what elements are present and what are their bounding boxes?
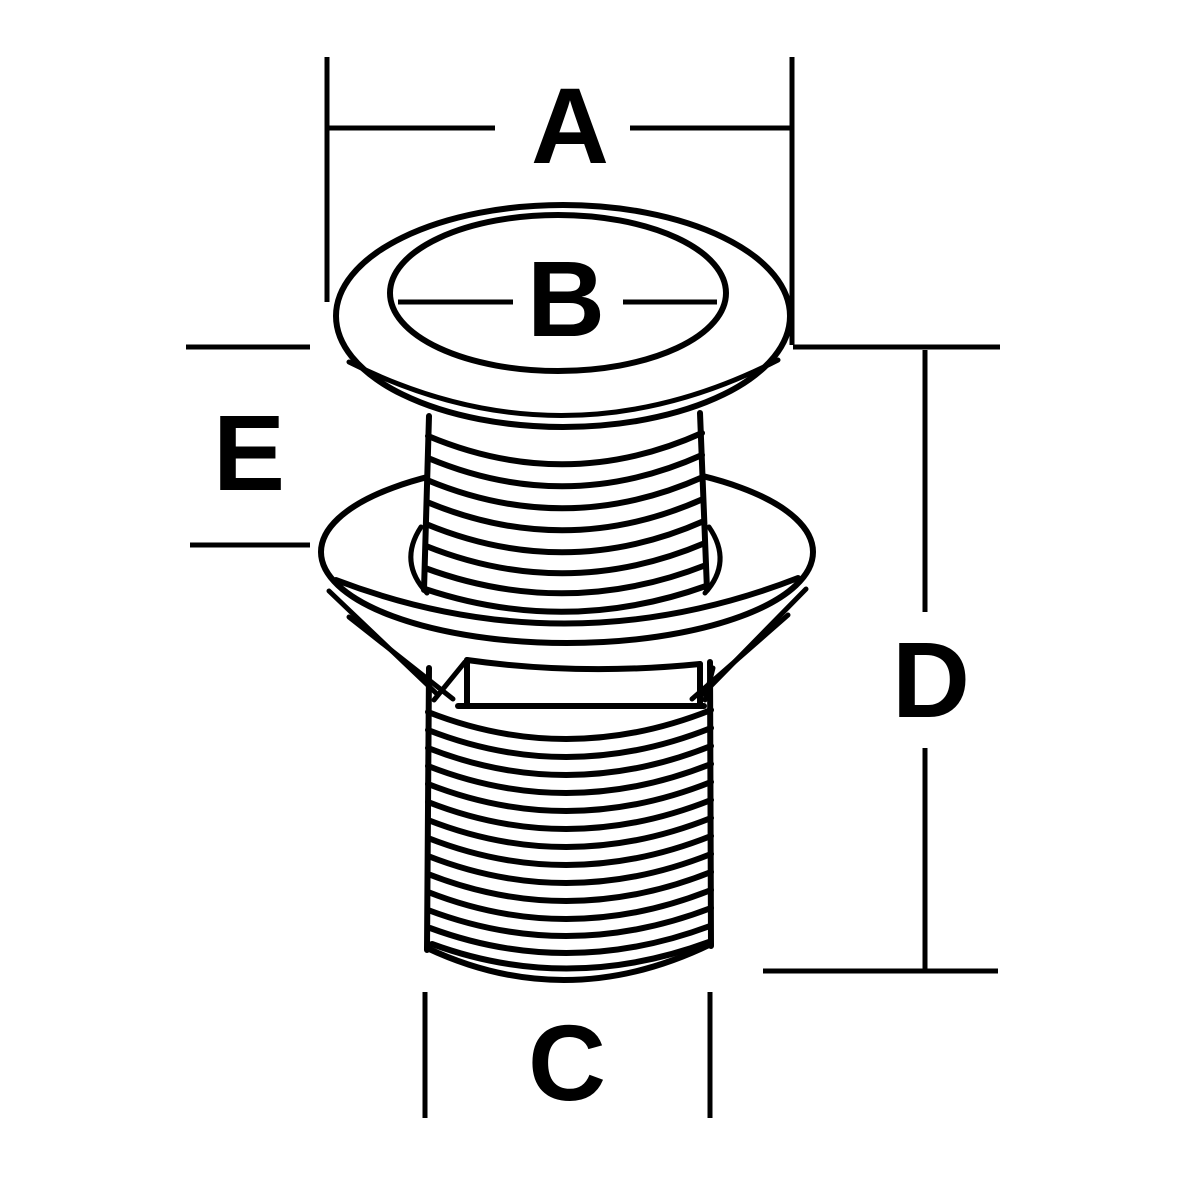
barrel-thread-line bbox=[427, 923, 713, 956]
hex-face-top-edge bbox=[464, 657, 703, 673]
barrel-thread-line bbox=[425, 869, 714, 904]
dim-label-c: C bbox=[528, 1002, 606, 1123]
dimension-c: C bbox=[422, 992, 713, 1123]
hex-nut bbox=[431, 657, 716, 709]
dim-label-d: D bbox=[892, 619, 970, 740]
skirt-left-inner bbox=[346, 614, 456, 702]
barrel-thread-line bbox=[425, 833, 714, 868]
skirt-right-inner bbox=[689, 612, 791, 702]
neck-base-boss-left bbox=[408, 524, 430, 596]
barrel-body-fill bbox=[427, 660, 711, 981]
top-flange bbox=[333, 202, 793, 430]
neck-thread-line bbox=[422, 583, 709, 615]
neck-thread-line bbox=[424, 496, 706, 534]
dimension-b: B bbox=[398, 238, 717, 359]
dimension-d: D bbox=[763, 344, 1000, 974]
barrel-thread-line bbox=[425, 887, 714, 922]
dim-label-a: A bbox=[531, 65, 609, 186]
barrel-thread-line bbox=[425, 851, 714, 886]
lower-barrel bbox=[424, 659, 714, 983]
dim-label-e: E bbox=[213, 392, 285, 513]
dim-label-b: B bbox=[527, 238, 605, 359]
barrel-thread-line bbox=[425, 905, 714, 939]
barrel-thread-line bbox=[425, 779, 714, 814]
washer-front-rim-arc bbox=[333, 575, 801, 627]
dimension-a: A bbox=[324, 57, 795, 345]
barrel-bottom-arc bbox=[424, 941, 714, 983]
barrel-thread-line bbox=[425, 743, 714, 778]
dimension-e: E bbox=[186, 344, 310, 548]
neck-body-fill bbox=[424, 412, 707, 592]
neck-thread-line bbox=[425, 430, 705, 468]
barrel-thread-line bbox=[425, 815, 714, 850]
neck-thread-line bbox=[424, 474, 706, 512]
barrel-thread-line bbox=[425, 797, 714, 832]
flange-bore-ellipse bbox=[387, 212, 729, 374]
neck-thread-line bbox=[422, 562, 709, 597]
barrel-thread-line bbox=[425, 707, 714, 742]
upper-neck bbox=[408, 410, 723, 615]
neck-thread-line bbox=[425, 452, 705, 490]
barrel-thread-line bbox=[425, 725, 714, 760]
neck-thread-line bbox=[423, 518, 707, 556]
barrel-thread-line bbox=[429, 939, 712, 972]
flange-rim-arc bbox=[346, 357, 781, 418]
barrel-thread-line bbox=[425, 761, 714, 796]
neck-thread-line bbox=[423, 540, 708, 577]
barrel-right-edge bbox=[707, 659, 714, 949]
neck-base-boss-right bbox=[702, 524, 723, 596]
